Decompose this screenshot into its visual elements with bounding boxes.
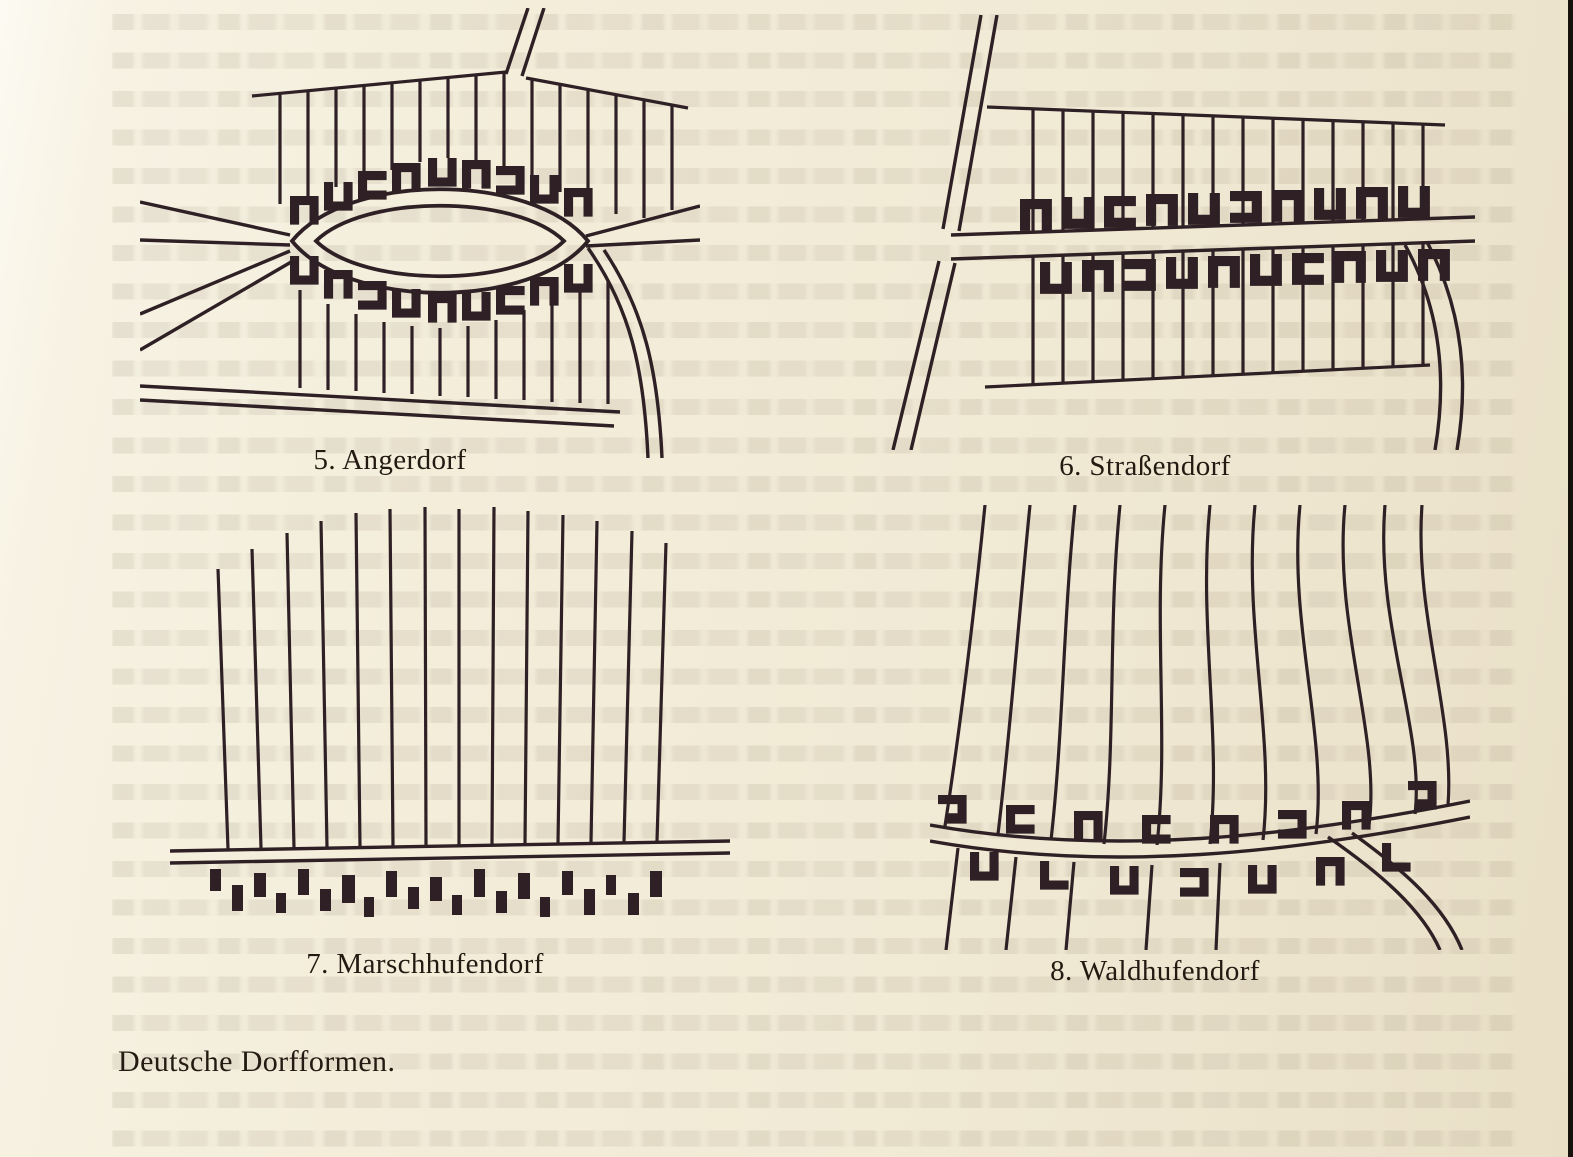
angerdorf-roads	[140, 8, 700, 458]
figure-label-waldhufendorf: 8. Waldhufendorf	[1050, 955, 1260, 987]
strassendorf-roads	[891, 15, 1475, 450]
marschhufendorf-diagram	[170, 506, 730, 917]
strassendorf-field-strips	[984, 105, 1446, 389]
figure-label-strassendorf: 6. Straßendorf	[1059, 450, 1231, 482]
angerdorf-diagram	[140, 8, 700, 458]
strassendorf-diagram	[891, 15, 1475, 450]
strassendorf-farmsteads	[1020, 186, 1450, 294]
page-caption: Deutsche Dorfformen.	[118, 1045, 396, 1078]
figure-label-angerdorf: 5. Angerdorf	[313, 444, 467, 476]
waldhufendorf-field-strips	[943, 505, 1451, 950]
angerdorf-field-strips	[251, 70, 689, 404]
marschhufendorf-road	[170, 839, 730, 865]
waldhufendorf-roads	[930, 799, 1470, 950]
figure-label-marschhufendorf: 7. Marschhufendorf	[306, 948, 544, 980]
waldhufendorf-diagram	[930, 505, 1470, 950]
marschhufendorf-field-strips	[216, 506, 668, 850]
page-edge-shadow	[1568, 0, 1573, 1157]
marschhufendorf-farmsteads	[210, 869, 662, 917]
